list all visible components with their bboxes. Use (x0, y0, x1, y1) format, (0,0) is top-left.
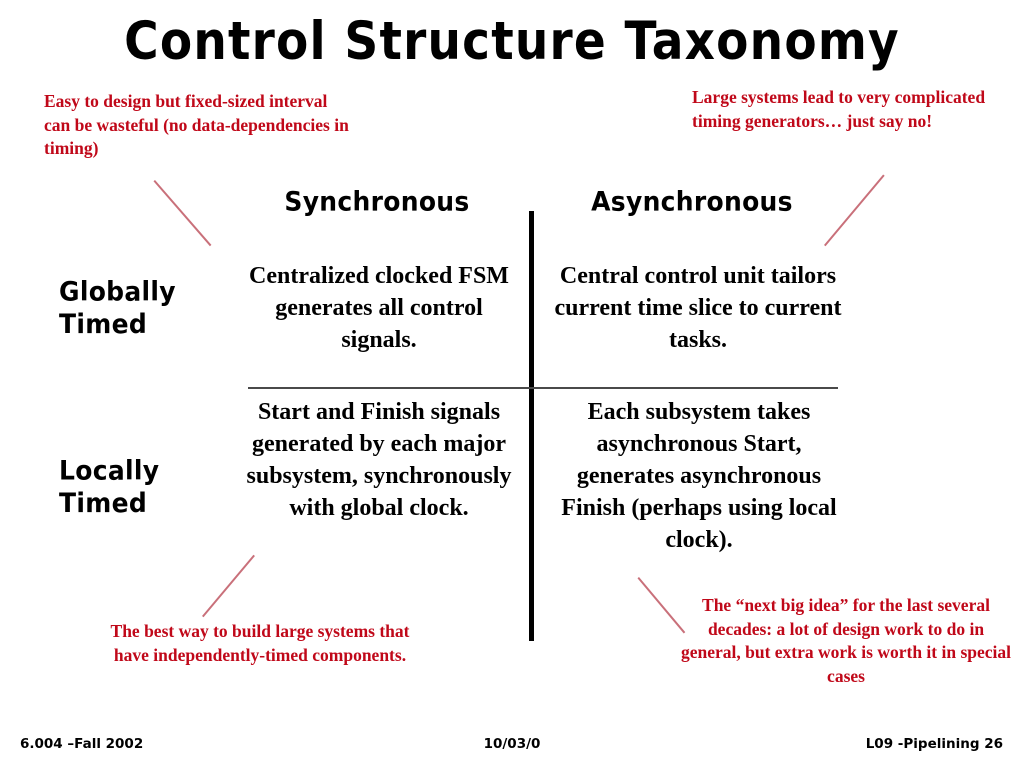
annotation-top-right: Large systems lead to very complicated t… (692, 87, 986, 131)
row-label-locally-timed-line1: Locally (59, 455, 160, 486)
row-label-globally-timed: Globally Timed (59, 276, 249, 341)
row-label-locally-timed: Locally Timed (59, 455, 249, 520)
slide-footer: 6.004 –Fall 2002 10/03/0 L09 -Pipelining… (0, 736, 1024, 760)
column-header-synchronous: Synchronous (284, 186, 470, 217)
matrix-horizontal-divider (248, 387, 838, 389)
footer-lecture-label: L09 -Pipelining 26 (865, 736, 1003, 752)
footer-course-label: 6.004 –Fall 2002 (20, 736, 144, 752)
leader-line-bottom-left (202, 554, 255, 618)
footer-date-label: 10/03/0 (483, 736, 541, 752)
cell-synchronous-locally-timed: Start and Finish signals generated by ea… (246, 399, 512, 521)
annotation-bottom-right: The “next big idea” for the last several… (680, 595, 1012, 686)
annotation-top-left: Easy to design but fixed-sized interval … (44, 91, 349, 159)
row-label-locally-timed-line2: Timed (59, 487, 148, 519)
row-label-globally-timed-line2: Timed (59, 308, 148, 340)
page-title: Control Structure Taxonomy (124, 10, 900, 73)
leader-line-top-left (153, 180, 212, 246)
matrix-vertical-divider (529, 211, 534, 641)
cell-asynchronous-globally-timed: Central control unit tailors current tim… (554, 263, 842, 353)
cell-synchronous-globally-timed: Centralized clocked FSM generates all co… (249, 263, 509, 353)
cell-asynchronous-locally-timed: Each subsystem takes asynchronous Start,… (561, 399, 837, 553)
annotation-bottom-left: The best way to build large systems that… (110, 621, 410, 665)
column-header-asynchronous: Asynchronous (591, 186, 793, 217)
row-label-globally-timed-line1: Globally (59, 276, 176, 307)
leader-line-top-right (824, 174, 885, 247)
